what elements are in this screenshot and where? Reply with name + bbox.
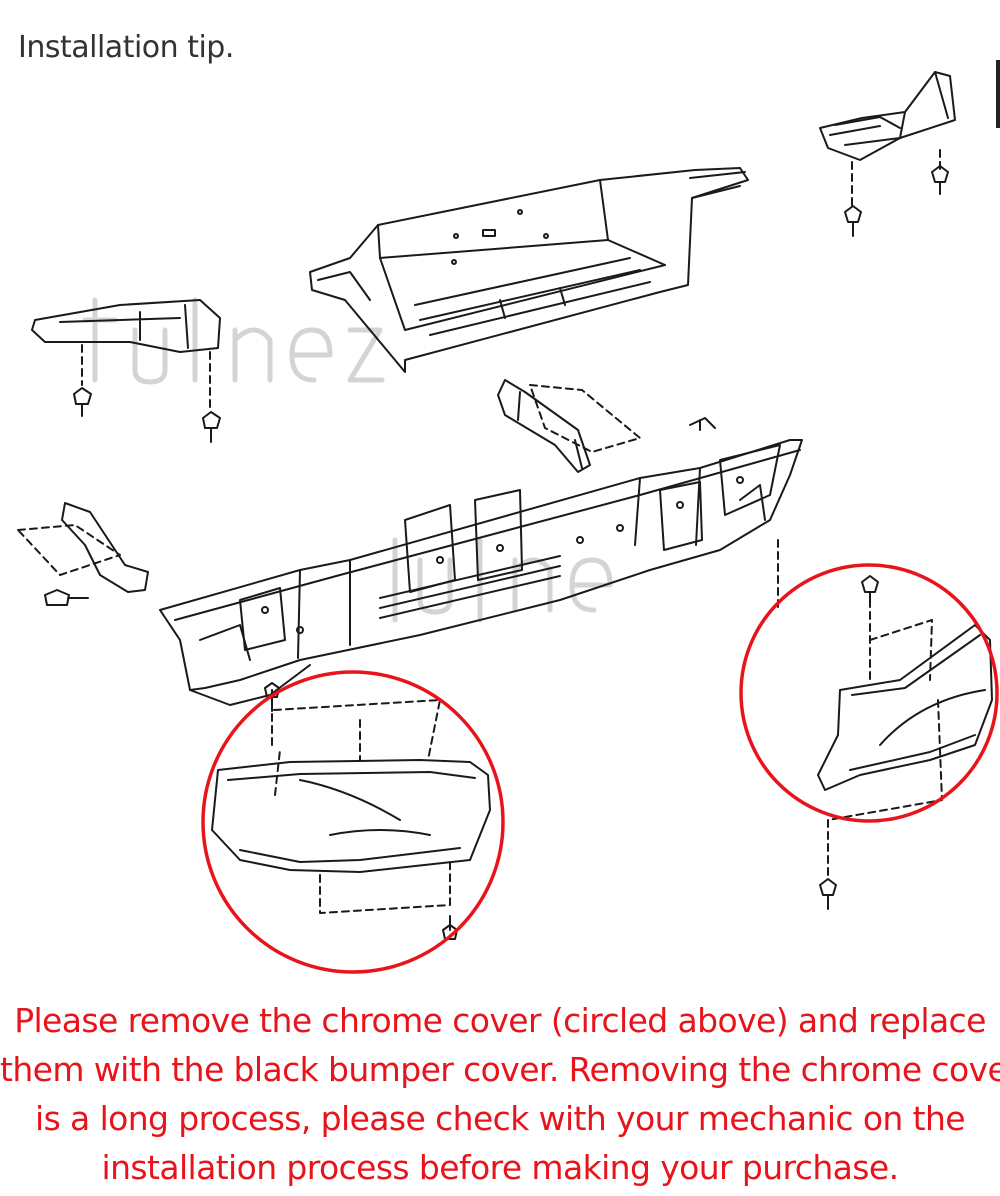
highlight-circle-right (739, 563, 999, 823)
bumper-reinforcement (159, 439, 803, 706)
installation-note: Please remove the chrome cover (circled … (0, 996, 1000, 1192)
chrome-cover-right (817, 575, 993, 910)
chrome-cover-left (211, 682, 491, 940)
highlight-circle-left (201, 670, 505, 974)
page-title: Installation tip. (18, 30, 234, 65)
step-bumper-left-end (31, 299, 221, 443)
note-line: Please remove the chrome cover (circled … (14, 1001, 986, 1040)
note-line: them with the black bumper cover. Removi… (0, 1050, 1000, 1089)
bracket-right (497, 379, 716, 473)
bracket-left (17, 502, 149, 606)
note-line: installation process before making your … (101, 1148, 900, 1187)
edge-mark (996, 60, 1000, 128)
note-line: is a long process, please check with you… (35, 1099, 966, 1138)
step-bumper-center (309, 167, 749, 373)
step-bumper-right-end (819, 71, 956, 237)
bumper-exploded-diagram (17, 71, 999, 974)
